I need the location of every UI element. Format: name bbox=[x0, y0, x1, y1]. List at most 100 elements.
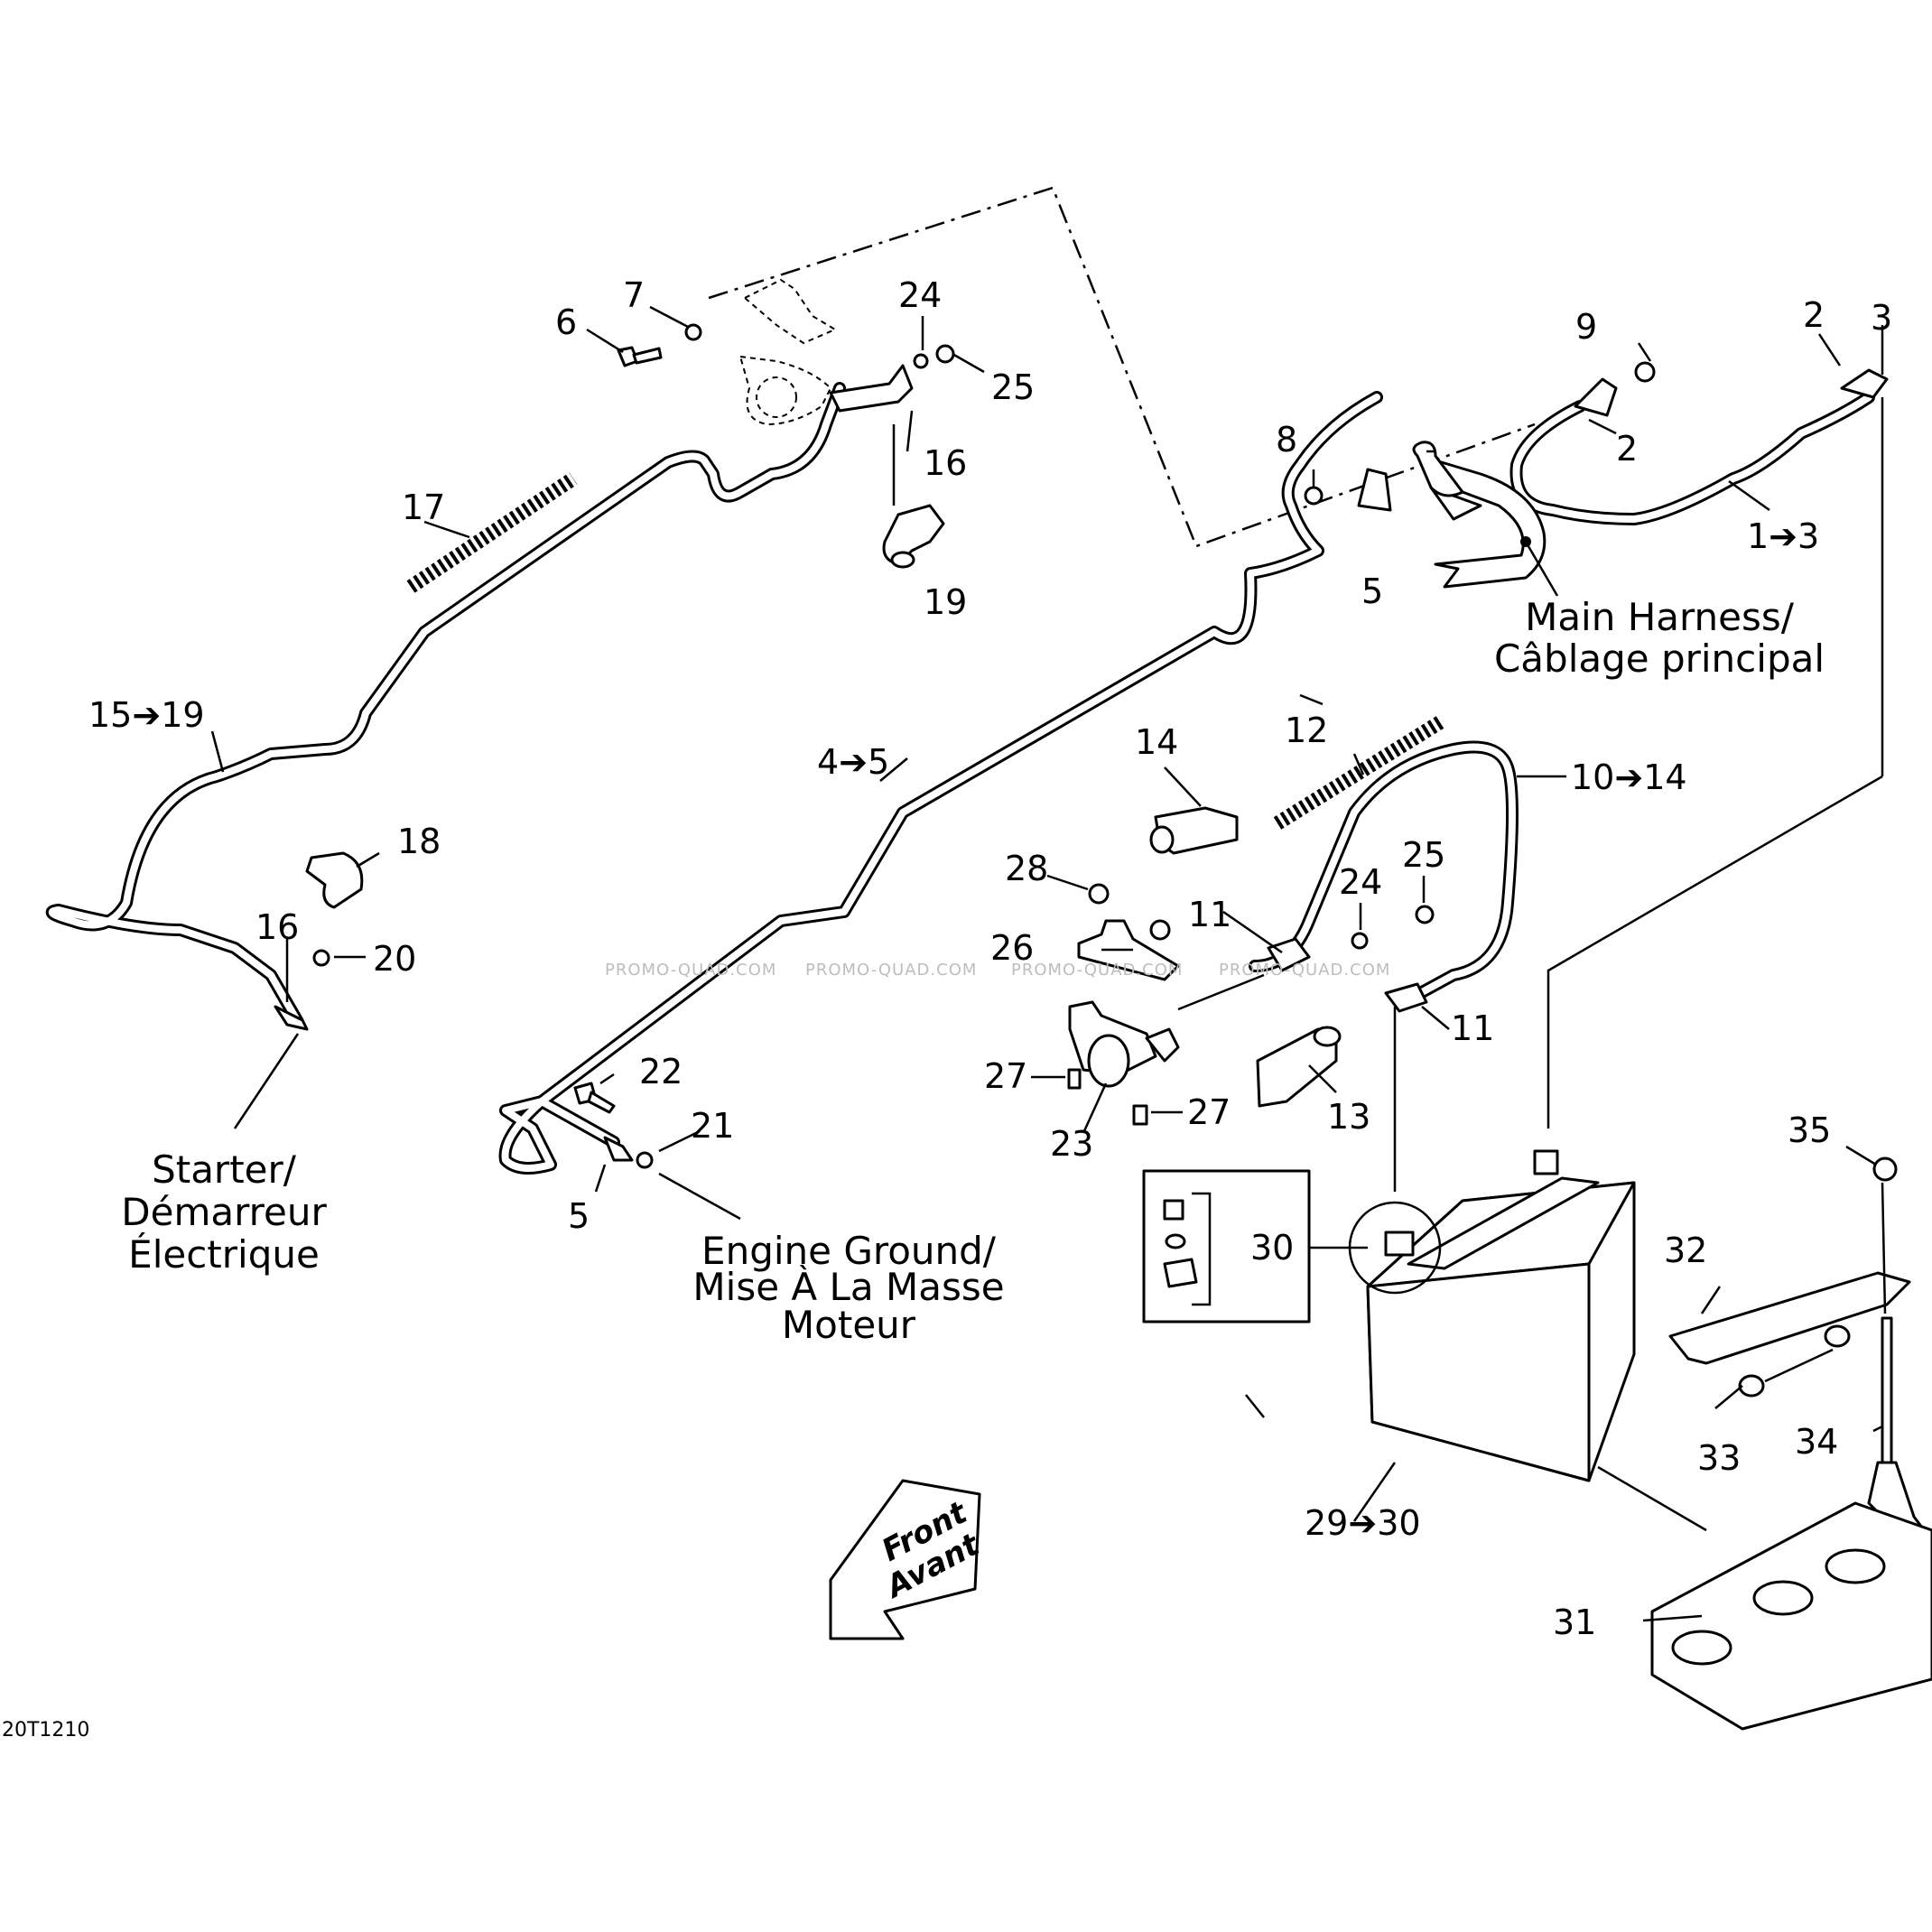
callout-16-bottom: 16 bbox=[255, 907, 299, 947]
svg-text:Main Harness/: Main Harness/ bbox=[1525, 595, 1795, 639]
callout-17: 17 bbox=[402, 488, 445, 527]
bolt-27-a bbox=[1067, 1068, 1082, 1090]
hardware-kit-30 bbox=[1142, 1169, 1311, 1324]
rubber-33-b bbox=[1824, 1324, 1851, 1348]
svg-text:Mise À La Masse: Mise À La Masse bbox=[692, 1264, 1004, 1309]
diagram-id: 20T1210 bbox=[2, 1719, 89, 1742]
callout-35: 35 bbox=[1788, 1110, 1831, 1150]
callout-21: 21 bbox=[691, 1106, 734, 1146]
callout-28: 28 bbox=[1005, 849, 1048, 888]
leader-lines bbox=[210, 305, 1887, 1622]
tray-31 bbox=[1650, 1501, 1932, 1731]
svg-text:Engine Ground/: Engine Ground/ bbox=[701, 1229, 997, 1273]
callout-4-5: 4➔5 bbox=[817, 742, 889, 782]
callout-16-top: 16 bbox=[924, 443, 967, 483]
cover-13 bbox=[1256, 1026, 1342, 1108]
callout-25-mid: 25 bbox=[1402, 835, 1445, 875]
callout-labels: 1➔3 2 2 3 4➔5 5 5 6 7 8 9 10➔14 11 11 12… bbox=[88, 275, 1892, 1642]
callout-33: 33 bbox=[1697, 1438, 1741, 1478]
callout-25-top: 25 bbox=[991, 367, 1035, 407]
nut-9 bbox=[1634, 361, 1656, 383]
terminal-5-top bbox=[1357, 468, 1392, 512]
callout-22: 22 bbox=[639, 1052, 683, 1091]
washer-21 bbox=[636, 1151, 654, 1169]
boot-14 bbox=[1149, 806, 1239, 855]
callout-20: 20 bbox=[373, 939, 416, 979]
callout-19: 19 bbox=[924, 582, 967, 622]
svg-text:Starter/: Starter/ bbox=[152, 1147, 297, 1192]
callout-11-a: 11 bbox=[1188, 895, 1231, 934]
ground-cable bbox=[498, 391, 1383, 1175]
callout-5-top: 5 bbox=[1361, 571, 1383, 611]
callout-1-3: 1➔3 bbox=[1747, 516, 1819, 556]
solenoid-23 bbox=[1068, 1000, 1180, 1088]
washer-24-top bbox=[913, 353, 929, 369]
callout-27-a: 27 bbox=[984, 1056, 1027, 1096]
svg-text:PROMO-QUAD.COM: PROMO-QUAD.COM bbox=[1011, 961, 1183, 980]
battery-cable bbox=[1249, 740, 1519, 1008]
callout-6: 6 bbox=[555, 302, 577, 342]
callout-11-b: 11 bbox=[1451, 1008, 1494, 1048]
svg-text:Moteur: Moteur bbox=[782, 1303, 916, 1347]
terminal-11-a bbox=[1267, 937, 1311, 972]
svg-text:PROMO-QUAD.COM: PROMO-QUAD.COM bbox=[1219, 961, 1390, 980]
callout-2-mid: 2 bbox=[1616, 429, 1638, 469]
caption-engine-ground: Engine Ground/ Mise À La Masse Moteur bbox=[692, 1229, 1004, 1347]
terminal-2-mid bbox=[1574, 377, 1618, 417]
callout-5-bottom: 5 bbox=[568, 1196, 590, 1236]
bracket-32 bbox=[1668, 1271, 1911, 1365]
main-harness bbox=[1412, 441, 1547, 589]
callout-26: 26 bbox=[990, 928, 1034, 968]
callout-10-14: 10➔14 bbox=[1571, 757, 1687, 797]
callout-30: 30 bbox=[1250, 1228, 1294, 1268]
nut-20 bbox=[312, 949, 330, 967]
svg-text:PROMO-QUAD.COM: PROMO-QUAD.COM bbox=[805, 961, 977, 980]
callout-34: 34 bbox=[1795, 1422, 1838, 1462]
nut-25-mid bbox=[1415, 905, 1435, 924]
svg-text:PROMO-QUAD.COM: PROMO-QUAD.COM bbox=[605, 961, 776, 980]
callout-3: 3 bbox=[1871, 298, 1892, 338]
terminal-3 bbox=[1840, 368, 1889, 399]
caption-starter: Starter/ Démarreur Électrique bbox=[121, 1147, 327, 1277]
positive-cable bbox=[1509, 391, 1875, 525]
watermark: PROMO-QUAD.COM PROMO-QUAD.COM PROMO-QUAD… bbox=[605, 961, 1390, 980]
svg-text:Électrique: Électrique bbox=[128, 1231, 320, 1277]
callout-24-mid: 24 bbox=[1339, 862, 1382, 902]
terminal-11-b bbox=[1384, 982, 1428, 1013]
callout-13: 13 bbox=[1327, 1097, 1370, 1137]
battery-29 bbox=[1348, 1149, 1636, 1482]
washer-7 bbox=[684, 323, 702, 341]
nut-35 bbox=[1872, 1156, 1898, 1182]
callout-7: 7 bbox=[623, 275, 645, 315]
callout-24-top: 24 bbox=[898, 275, 942, 315]
nut-25-top bbox=[935, 344, 955, 364]
callout-29-30: 29➔30 bbox=[1305, 1503, 1421, 1543]
callout-14: 14 bbox=[1135, 722, 1178, 762]
starter-cable bbox=[45, 382, 846, 1028]
callout-23: 23 bbox=[1050, 1124, 1093, 1164]
callout-31: 31 bbox=[1553, 1602, 1596, 1642]
callout-18: 18 bbox=[397, 822, 441, 861]
nut-28-a bbox=[1088, 883, 1110, 905]
boot-18 bbox=[305, 851, 364, 909]
callout-8: 8 bbox=[1276, 420, 1297, 460]
callout-9: 9 bbox=[1575, 307, 1597, 347]
callout-12: 12 bbox=[1285, 711, 1328, 750]
bolt-27-b bbox=[1132, 1104, 1148, 1126]
callout-27-b: 27 bbox=[1187, 1092, 1231, 1132]
rubber-33-a bbox=[1738, 1374, 1765, 1398]
starter-mount bbox=[738, 278, 838, 426]
nut-8 bbox=[1304, 486, 1324, 506]
callout-32: 32 bbox=[1664, 1231, 1707, 1270]
bolt-22 bbox=[573, 1082, 616, 1114]
nut-28-b bbox=[1149, 919, 1171, 941]
washer-24-mid bbox=[1351, 932, 1369, 950]
callout-15-19: 15➔19 bbox=[88, 695, 205, 735]
callout-2-top: 2 bbox=[1803, 295, 1825, 335]
caption-main-harness: Main Harness/ Câblage principal bbox=[1494, 595, 1825, 681]
terminal-16-bottom bbox=[274, 1005, 309, 1031]
boot-19 bbox=[882, 504, 945, 569]
terminal-16-top bbox=[829, 364, 914, 413]
front-arrow: Front Avant bbox=[829, 1479, 987, 1640]
